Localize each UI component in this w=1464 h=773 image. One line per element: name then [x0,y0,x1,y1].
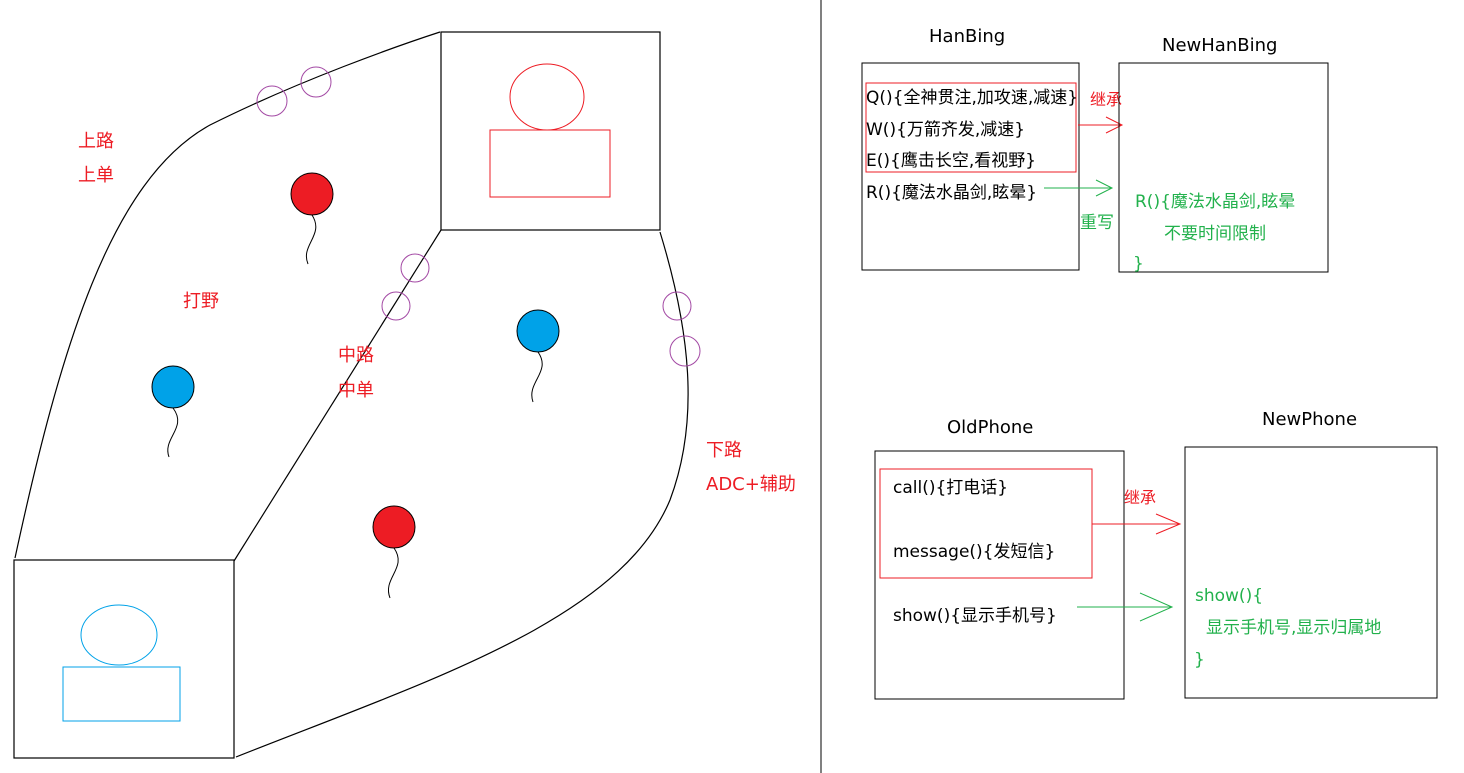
new-hanbing-title: NewHanBing [1162,35,1277,56]
phone-diagram: OldPhone call(){打电话} message(){发短信} show… [874,409,1438,700]
new-hanbing-override-line: } [1133,254,1144,274]
jungle-camp [256,85,288,117]
new-hanbing-override-line: R(){魔法水晶剑,眩晕 [1135,192,1295,212]
blue-hero [151,365,195,458]
hanbing-method: R(){魔法水晶剑,眩晕} [866,183,1037,203]
new-phone-override-line: } [1194,650,1205,670]
hanbing-title: HanBing [929,26,1005,47]
jungle-camp [381,291,411,321]
mid-lane-boundary [233,229,442,562]
bottom-lane-boundary [235,231,689,758]
new-phone-class-box [1184,446,1438,699]
hanbing-inherit-label: 继承 [1090,90,1122,109]
jungle-camp [300,66,332,98]
mid-solo-label: 中单 [338,380,374,401]
hanbing-method: Q(){全神贯注,加攻速,减速} [866,88,1078,108]
blue-base-spawn [62,666,181,722]
jungle-camp [400,253,430,283]
red-base-frame [440,31,661,231]
old-phone-method: show(){显示手机号} [893,606,1057,626]
phone-override-arrow [1077,592,1174,622]
moba-map: 上路 上单 打野 中路 中单 下路 ADC+辅助 [13,31,796,759]
new-phone-override-line: 显示手机号,显示归属地 [1206,618,1381,638]
top-lane-label: 上路 [78,131,114,152]
new-phone-override-line: show(){ [1195,586,1263,606]
hanbing-method: W(){万箭齐发,减速} [866,120,1025,140]
jungle-camp [662,291,692,321]
blue-base-nexus [80,604,158,666]
blue-hero [516,309,560,403]
hanbing-method: E(){鹰击长空,看视野} [866,151,1036,171]
jungle-label: 打野 [183,291,219,312]
bot-role-label: ADC+辅助 [706,474,796,495]
old-phone-class-box [874,450,1125,700]
hanbing-class-box [861,62,1080,271]
phone-inherit-arrow [1092,513,1182,535]
red-hero [290,172,334,265]
mid-lane-label: 中路 [338,345,374,366]
new-hanbing-override-line: 不要时间限制 [1164,224,1266,244]
hanbing-diagram: HanBing Q(){全神贯注,加攻速,减速} W(){万箭齐发,减速} E(… [861,26,1329,274]
old-phone-title: OldPhone [947,417,1033,438]
red-hero [372,505,416,599]
old-phone-method: message(){发短信} [893,542,1055,562]
top-solo-label: 上单 [78,165,114,186]
old-phone-method: call(){打电话} [893,478,1008,498]
jungle-camp [669,335,701,367]
hanbing-override-arrow [1044,179,1114,197]
top-lane-boundary [14,31,441,559]
new-hanbing-class-box [1118,62,1329,273]
new-phone-title: NewPhone [1262,409,1357,430]
red-base-nexus [509,63,585,131]
blue-base-frame [13,559,235,759]
red-base-spawn [489,129,611,198]
hanbing-override-label: 重写 [1080,213,1114,233]
hanbing-inherit-arrow [1078,116,1124,134]
phone-inherit-label: 继承 [1124,488,1156,507]
hanbing-inherited-group [865,82,1077,173]
bot-lane-label: 下路 [706,440,742,461]
